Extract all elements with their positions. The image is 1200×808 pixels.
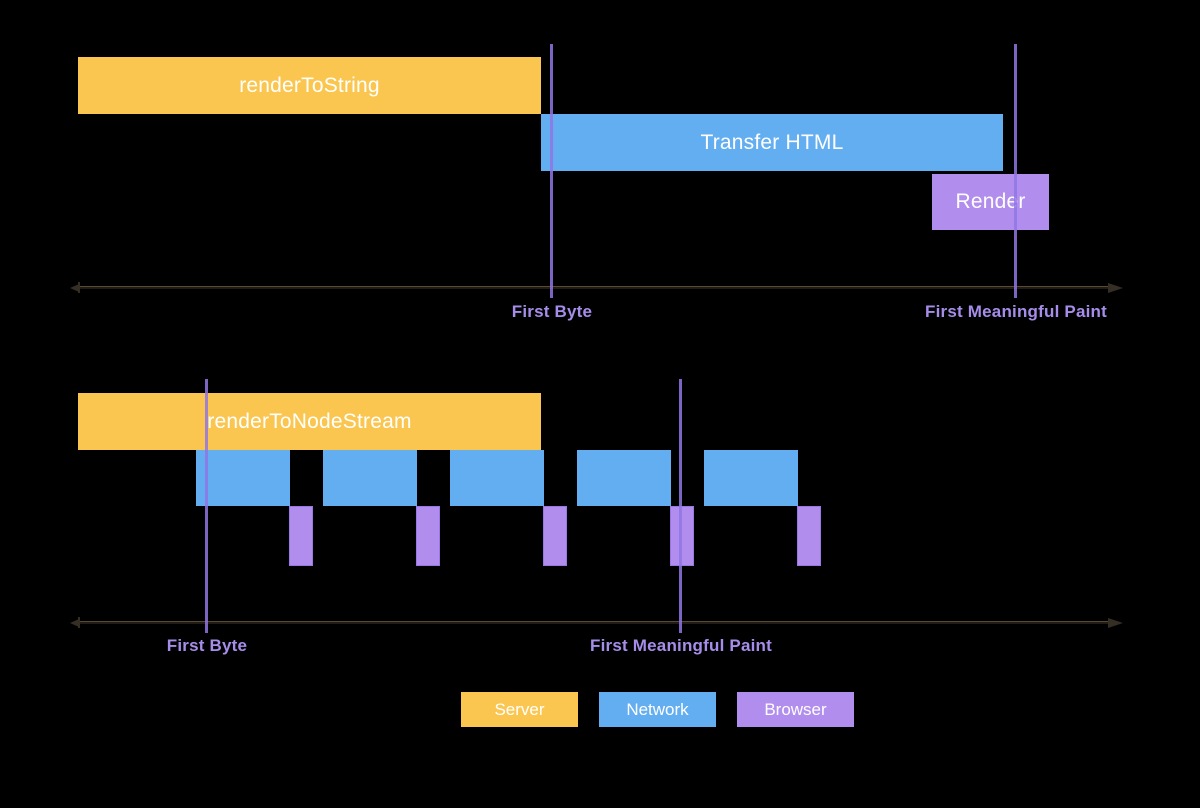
- legend-item-server: Server: [461, 692, 578, 727]
- first-byte-marker-line: [550, 44, 553, 298]
- axis-arrow-right-icon: [1108, 618, 1123, 628]
- axis-start-cap: [78, 617, 80, 628]
- first-meaningful-paint-marker-line: [1014, 44, 1017, 298]
- axis-start-cap: [78, 282, 80, 293]
- browser-segment-bar: [289, 506, 313, 566]
- server-bar-label: renderToString: [239, 73, 380, 97]
- first-meaningful-paint-marker-line: [679, 379, 682, 633]
- server-bar-render-to-node-stream: renderToNodeStream: [78, 393, 541, 450]
- browser-segment-bar: [670, 506, 694, 566]
- axis-arrow-right-icon: [1108, 283, 1123, 293]
- network-bar-transfer-html: Transfer HTML: [541, 114, 1003, 171]
- axis-arrow-left-icon: [70, 619, 79, 627]
- network-segment-bar: [323, 450, 417, 506]
- browser-segment-bar: [416, 506, 440, 566]
- first-meaningful-paint-label: First Meaningful Paint: [590, 636, 772, 655]
- legend-item-network: Network: [599, 692, 716, 727]
- first-meaningful-paint-label: First Meaningful Paint: [925, 302, 1107, 321]
- network-segment-bar: [577, 450, 671, 506]
- network-segment-bar: [196, 450, 290, 506]
- browser-bar-label: Render: [955, 190, 1026, 213]
- network-segment-bar: [704, 450, 798, 506]
- timeline-axis: [78, 621, 1110, 624]
- legend-item-browser: Browser: [737, 692, 854, 727]
- first-byte-label: First Byte: [511, 302, 593, 321]
- browser-segment-bar: [543, 506, 567, 566]
- network-segment-bar: [450, 450, 544, 506]
- legend-server-label: Server: [494, 699, 545, 719]
- legend-network-label: Network: [626, 699, 689, 719]
- browser-bar-render: Render: [932, 174, 1049, 230]
- first-byte-label: First Byte: [166, 636, 248, 655]
- server-bar-label: renderToNodeStream: [207, 409, 412, 433]
- legend-browser-label: Browser: [764, 699, 827, 719]
- network-bar-label: Transfer HTML: [700, 130, 844, 154]
- first-byte-marker-line: [205, 379, 208, 633]
- axis-arrow-left-icon: [70, 284, 79, 292]
- browser-segment-bar: [797, 506, 821, 566]
- server-bar-render-to-string: renderToString: [78, 57, 541, 114]
- timeline-axis: [78, 286, 1110, 289]
